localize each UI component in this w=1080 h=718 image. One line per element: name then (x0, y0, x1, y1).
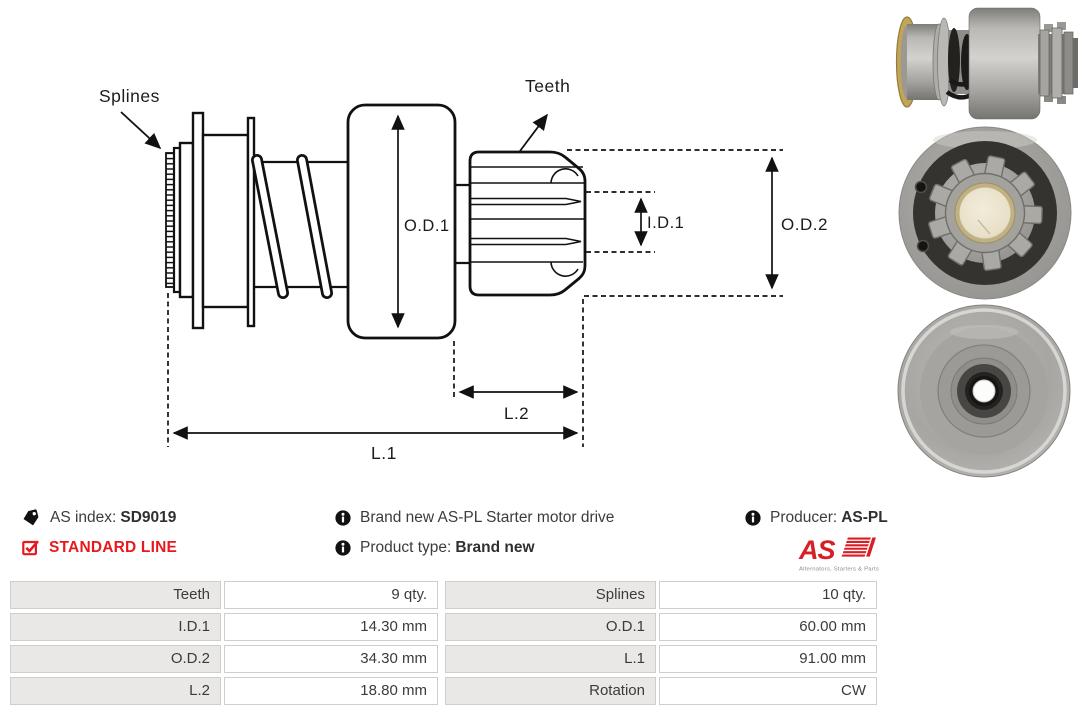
info-column-middle: Brand new AS-PL Starter motor drive Prod… (335, 508, 614, 568)
drawing-connector (455, 183, 470, 265)
diagram-label-teeth: Teeth (525, 76, 570, 96)
diagram-label-od1: O.D.1 (404, 217, 450, 235)
as-index-value: SD9019 (120, 509, 177, 526)
spec-value: 10 qty. (659, 581, 877, 609)
spec-label: Splines (445, 581, 656, 609)
spec-label: Rotation (445, 677, 656, 705)
drawing-flanges (191, 111, 256, 330)
tag-icon (22, 508, 41, 527)
callout-teeth: Teeth (519, 76, 570, 152)
diagram-label-od2: O.D.2 (781, 215, 828, 234)
callout-splines: Splines (99, 86, 162, 150)
technical-drawing: O.D.1 Splines Teeth (99, 76, 828, 463)
spec-label: I.D.1 (10, 613, 221, 641)
photo-side-view (895, 7, 1078, 120)
diagram-label-id1: I.D.1 (647, 214, 684, 232)
product-type-value: Brand new (455, 539, 535, 556)
spec-table-left: Teeth 9 qty. I.D.1 14.30 mm O.D.2 34.30 … (10, 581, 438, 705)
photo-back-view (897, 304, 1071, 478)
info-icon (335, 509, 351, 526)
as-index-row: AS index: SD9019 (22, 508, 177, 527)
standard-line-row: STANDARD LINE (22, 538, 177, 557)
aspl-logo-caption: Alternators, Starters & Parts (799, 567, 879, 573)
spec-value: 9 qty. (224, 581, 438, 609)
dimension-id1: I.D.1 (634, 197, 684, 247)
product-description: Brand new AS-PL Starter motor drive (360, 509, 615, 526)
producer-label: Producer: (770, 509, 838, 526)
drawing-pinion-gear (468, 150, 587, 297)
spec-value: 60.00 mm (659, 613, 877, 641)
dimension-od2: O.D.2 (765, 156, 828, 290)
spec-value: 34.30 mm (224, 645, 438, 673)
info-icon (745, 509, 761, 526)
spec-value: CW (659, 677, 877, 705)
spec-label: L.2 (10, 677, 221, 705)
producer-row: Producer: AS-PL (745, 508, 888, 527)
drawing-spring (251, 154, 350, 299)
info-icon (335, 539, 351, 556)
info-column-left: AS index: SD9019 STANDARD LINE (22, 508, 177, 568)
spec-label: O.D.2 (10, 645, 221, 673)
diagram-label-l1: L.1 (371, 443, 397, 463)
dimension-l1: L.1 (172, 426, 579, 463)
drawing-splined-collar (165, 141, 195, 299)
spec-label: L.1 (445, 645, 656, 673)
aspl-logo-text: AS (798, 535, 835, 565)
extension-lines (167, 149, 783, 447)
product-type-row: Product type: Brand new (335, 538, 614, 557)
info-column-right: Producer: AS-PL AS Alternators, Starters… (745, 508, 888, 574)
photo-side-gear (1038, 22, 1078, 104)
spec-label: O.D.1 (445, 613, 656, 641)
diagram-label-l2: L.2 (504, 404, 529, 423)
photo-front-view (898, 126, 1072, 300)
spec-label: Teeth (10, 581, 221, 609)
product-type-label: Product type: (360, 539, 452, 556)
spec-value: 18.80 mm (224, 677, 438, 705)
checkbox-checked-icon (22, 539, 40, 556)
standard-line-label: STANDARD LINE (49, 539, 178, 556)
dimension-od1: O.D.1 (391, 114, 450, 329)
spec-value: 14.30 mm (224, 613, 438, 641)
product-photos (895, 7, 1078, 478)
producer-value: AS-PL (841, 509, 888, 526)
description-row: Brand new AS-PL Starter motor drive (335, 508, 614, 527)
dimension-l2: L.2 (458, 385, 579, 423)
spec-value: 91.00 mm (659, 645, 877, 673)
diagram-label-splines: Splines (99, 86, 160, 106)
spec-table-right: Splines 10 qty. O.D.1 60.00 mm L.1 91.00… (445, 581, 877, 705)
aspl-logo: AS Alternators, Starters & Parts (798, 535, 879, 573)
as-index-label: AS index: (50, 509, 117, 526)
